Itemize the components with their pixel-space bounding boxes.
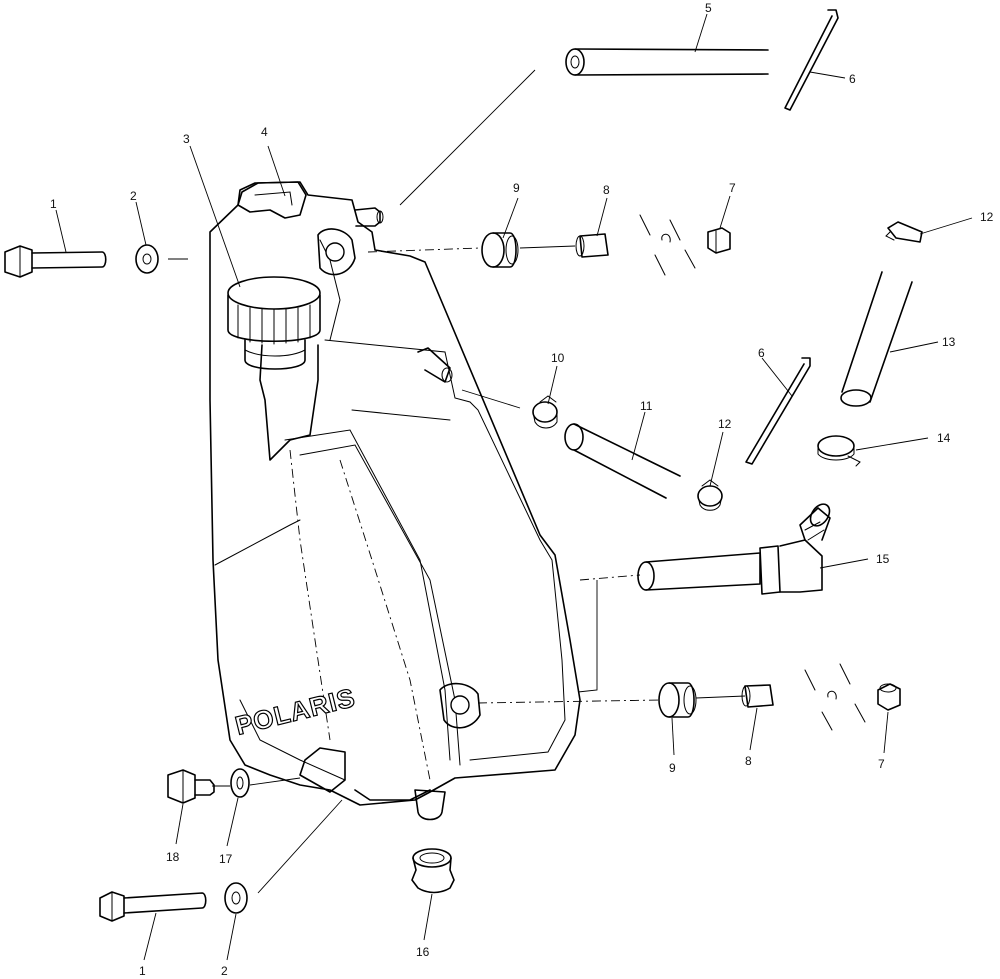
filler-cap [227, 276, 321, 370]
break-mark-bottom [804, 663, 866, 731]
callout-11: 11 [640, 399, 653, 413]
bolt-bottom [99, 891, 207, 922]
callout-12-top: 12 [980, 210, 994, 224]
washer-bottom [224, 882, 248, 914]
callout-1-bottom: 1 [139, 964, 146, 978]
grommet-bottom [658, 682, 697, 718]
washer-top [135, 244, 159, 274]
grommet-16 [411, 848, 455, 894]
callout-leaders [55, 13, 973, 961]
nut-top [707, 227, 731, 254]
callout-10: 10 [551, 351, 565, 365]
spacer-bottom [741, 684, 774, 708]
nut-bottom [877, 683, 901, 711]
clamp-12-top [885, 221, 923, 243]
callout-7-bottom: 7 [878, 757, 885, 771]
elbow-fitting-15 [637, 503, 831, 595]
clamp-14 [817, 435, 861, 467]
spacer-top [575, 233, 609, 258]
assembly-lines [168, 69, 746, 894]
callout-7-top: 7 [729, 181, 736, 195]
break-mark [639, 214, 696, 276]
callout-12-mid: 12 [718, 417, 732, 431]
callout-17: 17 [219, 852, 233, 866]
hose-11 [564, 423, 681, 499]
clamp-10 [532, 395, 558, 429]
callout-labels: 1 2 3 4 5 6 7 8 9 10 11 12 13 14 12 6 15… [50, 1, 994, 978]
callout-16: 16 [416, 945, 430, 959]
callout-8-top: 8 [603, 183, 610, 197]
callout-2-top: 2 [130, 189, 137, 203]
callout-8-bottom: 8 [745, 754, 752, 768]
callout-14: 14 [937, 431, 951, 445]
bolt-top [4, 245, 107, 278]
rod-6-top [784, 9, 839, 111]
hose-5 [565, 48, 769, 76]
washer-17 [230, 768, 250, 798]
callout-1-top: 1 [50, 197, 57, 211]
callout-15: 15 [876, 552, 890, 566]
callout-6-mid: 6 [758, 346, 765, 360]
grommet-top [481, 232, 519, 268]
callout-18: 18 [166, 850, 180, 864]
callout-2-bottom: 2 [221, 964, 228, 978]
oil-tank: POLARIS [209, 181, 581, 821]
callout-13: 13 [942, 335, 956, 349]
hose-13 [840, 271, 913, 407]
polaris-logo: POLARIS [232, 682, 358, 741]
callout-6-top: 6 [849, 72, 856, 86]
callout-9-top: 9 [513, 181, 520, 195]
callout-4: 4 [261, 125, 268, 139]
rod-6-mid [745, 357, 811, 465]
callout-5: 5 [705, 1, 712, 15]
callout-3: 3 [183, 132, 190, 146]
drain-plug-18 [167, 769, 215, 804]
callout-9-bottom: 9 [669, 761, 676, 775]
